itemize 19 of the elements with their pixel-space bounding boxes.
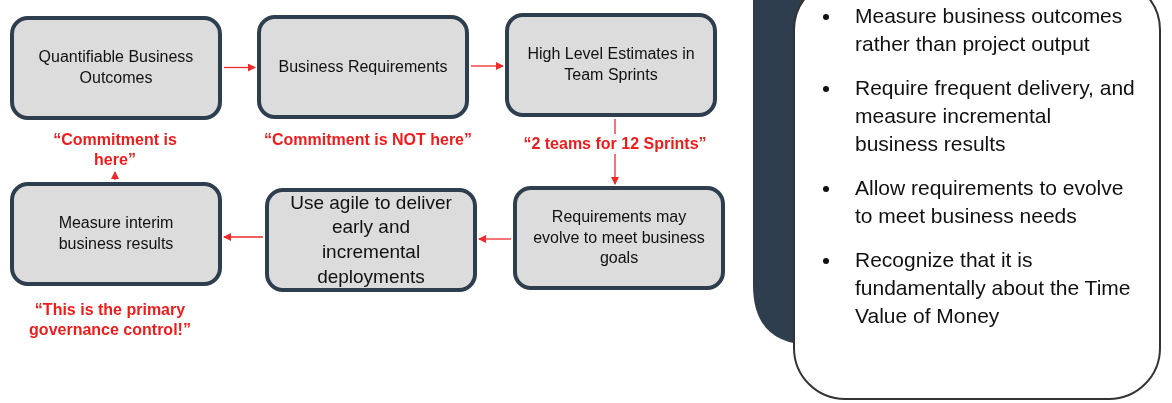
bullet-text: Allow requirements to evolve to meet business needs [855,174,1139,230]
arrow [478,235,512,243]
callout-text: “Commitment is here” [40,130,190,170]
process-box: Requirements may evolve to meet business goals [513,186,725,290]
process-box: Quantifiable Business Outcomes [10,16,222,120]
process-box: High Level Estimates in Team Sprints [505,13,717,117]
bullet-text: Require frequent delivery, and measure incremental business results [855,74,1139,158]
arrow [223,63,256,72]
note-text: “Commitment is NOT here” [263,130,473,150]
arrow [223,233,264,241]
arrow [111,171,119,181]
process-box: Use agile to deliver early and incremental deployments [265,188,477,292]
arrow [470,62,504,70]
process-box: Measure interim business results [10,182,222,286]
summary-card [793,0,1161,400]
bullet-text: Measure business outcomes rather than project output [855,2,1139,58]
process-box: Business Requirements [257,15,469,119]
note-text: “This is the primary governance control!” [28,300,192,340]
bullet-text: Recognize that it is fundamentally about the Time Value of Money [855,246,1139,330]
